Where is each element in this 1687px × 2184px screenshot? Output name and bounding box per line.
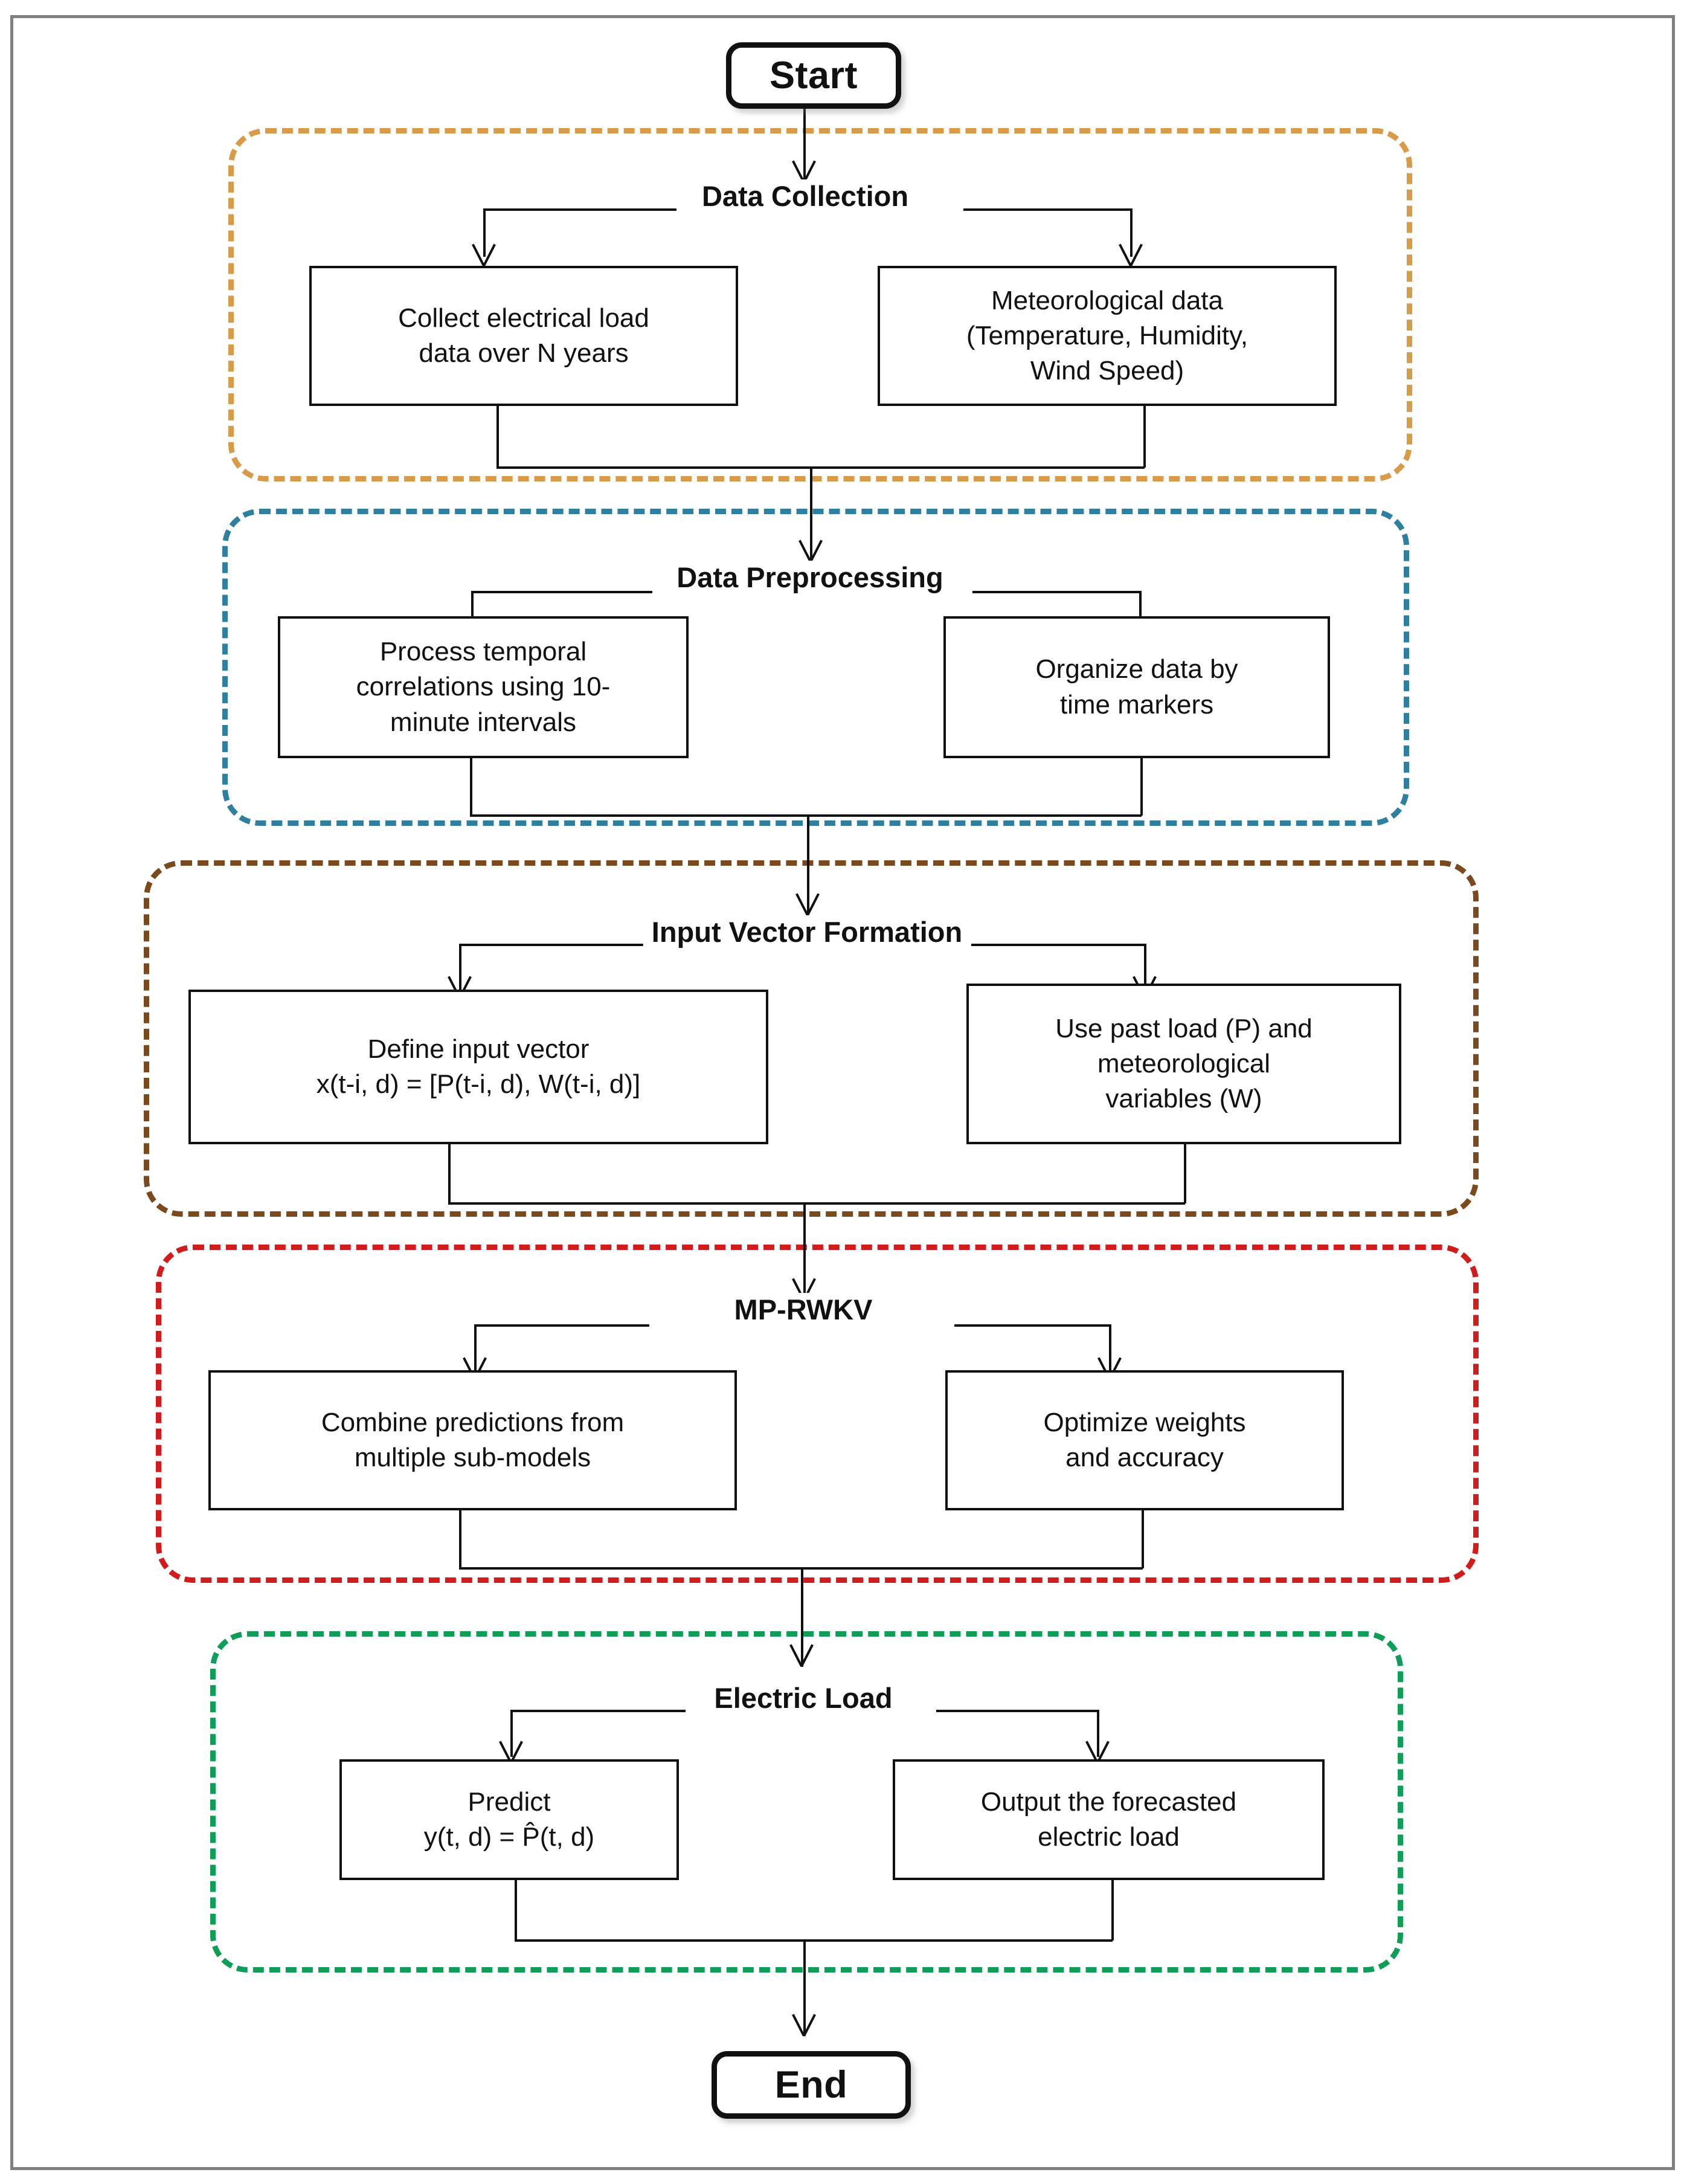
- branch-drop-left-stage4: [474, 1324, 477, 1371]
- merge-right-stage3: [1184, 1143, 1186, 1203]
- branch-bar-left-stage1: [483, 208, 676, 211]
- merge-right-stage1: [1143, 406, 1146, 468]
- box-meteorological-data[interactable]: Meteorological data(Temperature, Humidit…: [878, 266, 1337, 406]
- merge-bar-stage5: [515, 1939, 1113, 1942]
- merge-left-stage2: [470, 758, 472, 816]
- connector-stage2-to-stage3: [807, 814, 809, 914]
- stage-data-collection: [228, 128, 1412, 482]
- branch-bar-left-stage3: [459, 944, 652, 946]
- branch-bar-left-stage5: [510, 1710, 686, 1712]
- branch-bar-right-stage4: [954, 1324, 1111, 1327]
- connector-start-to-stage1: [803, 109, 806, 181]
- start-label: Start: [769, 54, 858, 97]
- branch-bar-left-stage4: [474, 1324, 649, 1327]
- arrowhead-left-stage1: [471, 242, 495, 266]
- stage-data-preprocessing: [222, 509, 1409, 826]
- stage-title-data-collection: Data Collection: [693, 179, 917, 213]
- arrowhead-right-stage1: [1118, 242, 1142, 266]
- stage-title-data-preprocessing: Data Preprocessing: [668, 561, 952, 594]
- branch-bar-right-stage3: [971, 944, 1146, 946]
- end-terminator[interactable]: End: [712, 2051, 911, 2119]
- box-meteorological-data-text: Meteorological data(Temperature, Humidit…: [966, 285, 1248, 386]
- connector-stage5-to-end: [803, 1939, 806, 2036]
- branch-bar-right-stage2: [972, 591, 1142, 593]
- merge-left-stage5: [515, 1880, 517, 1941]
- branch-bar-right-stage5: [936, 1710, 1099, 1712]
- branch-drop-right-stage2: [1139, 591, 1142, 634]
- merge-left-stage3: [448, 1143, 451, 1203]
- branch-drop-right-stage5: [1097, 1710, 1099, 1757]
- stage-input-vector-formation: [144, 860, 1479, 1217]
- arrowhead-start-to-stage1: [791, 158, 815, 182]
- arrowhead-stage4-to-stage5: [789, 1642, 813, 1666]
- branch-drop-left-stage5: [510, 1710, 513, 1757]
- start-terminator[interactable]: Start: [726, 42, 901, 109]
- branch-bar-right-stage1: [963, 208, 1133, 211]
- stage-title-input-vector-formation: Input Vector Formation: [643, 915, 971, 949]
- merge-bar-stage1: [496, 466, 1145, 469]
- stage-title-electric-load: Electric Load: [705, 1681, 901, 1715]
- stage-title-mp-rwkv: MP-RWKV: [725, 1293, 881, 1326]
- arrowhead-stage5-to-end: [791, 2012, 815, 2036]
- branch-drop-right-stage1: [1130, 208, 1133, 257]
- merge-right-stage2: [1140, 758, 1143, 816]
- merge-left-stage4: [459, 1510, 461, 1568]
- branch-bar-left-stage2: [471, 591, 652, 593]
- stage-mp-rwkv: [156, 1245, 1479, 1583]
- branch-drop-left-stage2: [471, 591, 474, 634]
- merge-bar-stage2: [470, 814, 1142, 817]
- branch-drop-left-stage1: [483, 208, 486, 257]
- branch-drop-right-stage4: [1109, 1324, 1111, 1371]
- connector-stage4-to-stage5: [801, 1567, 803, 1667]
- connector-stage3-to-stage4: [803, 1202, 806, 1300]
- arrowhead-stage1-to-stage2: [798, 538, 822, 562]
- branch-drop-right-stage3: [1144, 944, 1146, 991]
- merge-right-stage5: [1111, 1880, 1114, 1941]
- branch-drop-left-stage3: [459, 944, 461, 991]
- connector-stage1-to-stage2: [810, 466, 812, 560]
- end-label: End: [774, 2064, 848, 2106]
- arrowhead-stage2-to-stage3: [795, 891, 819, 915]
- merge-right-stage4: [1142, 1510, 1144, 1568]
- merge-left-stage1: [496, 406, 499, 468]
- stage-electric-load: [210, 1631, 1403, 1973]
- merge-bar-stage3: [448, 1202, 1185, 1205]
